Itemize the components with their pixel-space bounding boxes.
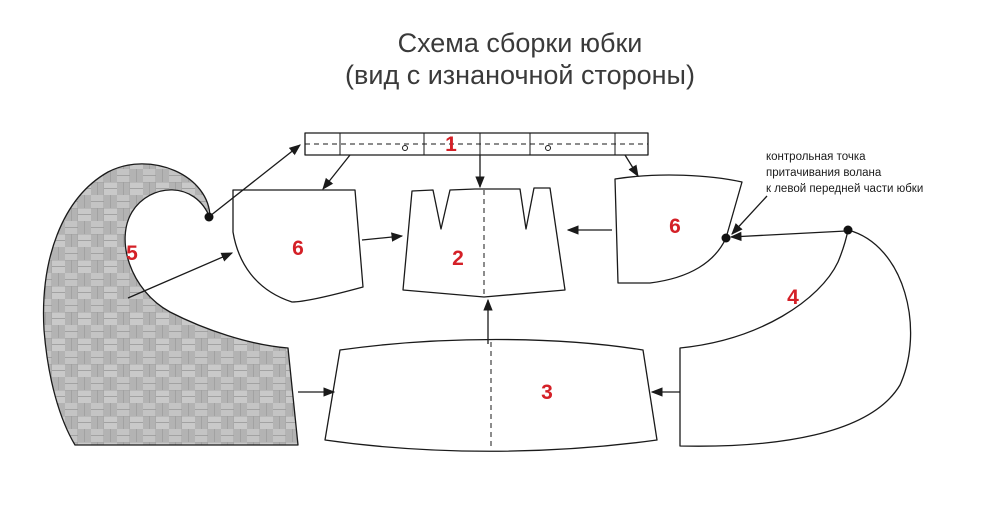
- arrow-5-to-6-left: [127, 252, 234, 299]
- piece-4-right-frill: [679, 229, 912, 447]
- arrow-1-to-6-left: [322, 154, 351, 190]
- arrow-4-to-6-right: [729, 230, 847, 242]
- piece-3-bottom-frill: [324, 338, 658, 452]
- label-piece-1: 1: [445, 133, 457, 156]
- piece-6-side-right: [614, 174, 743, 284]
- arrow-5-to-1: [209, 144, 301, 217]
- control-point-right: [721, 233, 731, 243]
- label-piece-4: 4: [787, 286, 799, 309]
- piece-6-side-left: [232, 189, 364, 303]
- waistband-button-right: [545, 145, 551, 151]
- control-point-frill: [843, 225, 853, 235]
- arrow-6-left-to-2: [361, 232, 404, 242]
- note-line-3: к левой передней части юбки: [766, 183, 923, 195]
- note-line-1: контрольная точка: [766, 151, 866, 163]
- diagram-subtitle: (вид с изнаночной стороны): [345, 60, 695, 90]
- note-line-2: притачивания волана: [766, 167, 882, 179]
- label-piece-5: 5: [126, 242, 138, 265]
- arrow-1-to-6-right: [624, 154, 639, 177]
- piece-2-front-center: [402, 187, 566, 298]
- piece-5-curl-frill: [42, 163, 299, 446]
- label-piece-6-left: 6: [292, 237, 304, 260]
- diagram-title: Схема сборки юбки: [398, 28, 643, 58]
- label-piece-3: 3: [541, 381, 553, 404]
- label-piece-6-right: 6: [669, 215, 681, 238]
- note-leader-line: [731, 195, 768, 235]
- label-piece-2: 2: [452, 247, 464, 270]
- waistband-button-left: [402, 145, 408, 151]
